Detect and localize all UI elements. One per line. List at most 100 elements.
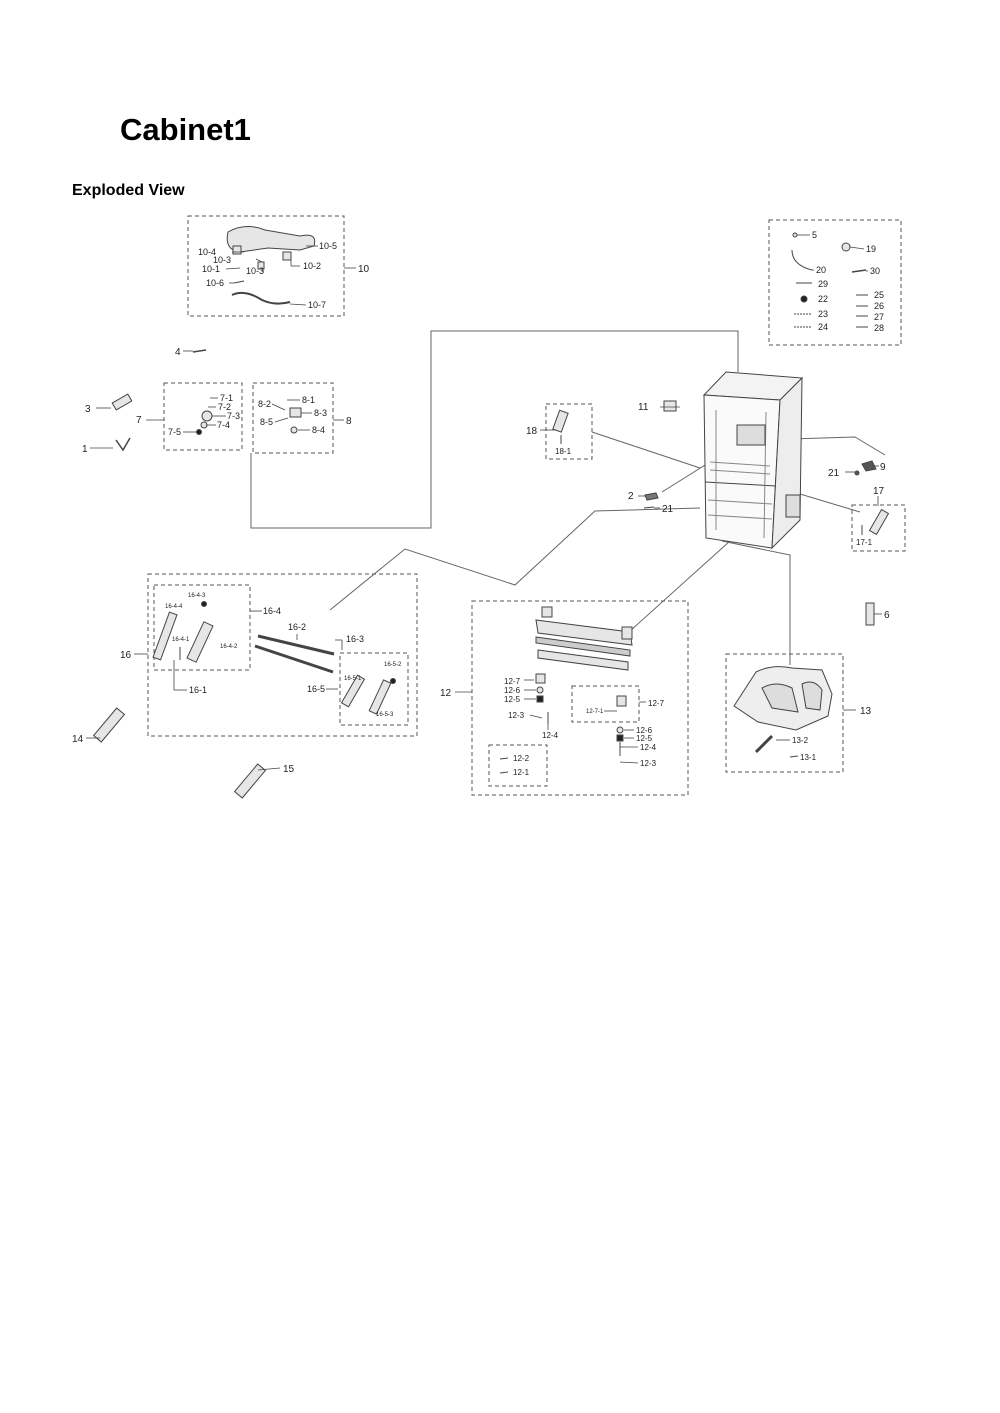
callout-16: 16	[120, 650, 132, 661]
callout-10-5: 10-5	[319, 241, 337, 251]
part-7-5	[196, 429, 202, 435]
connector-line-18	[591, 431, 701, 469]
callout-10-7: 10-7	[308, 300, 326, 310]
callout-10-6: 10-6	[206, 278, 224, 288]
part-16-2	[257, 634, 335, 656]
part-12-7-left	[535, 673, 546, 684]
callout-25: 25	[874, 290, 884, 300]
callout-18-1: 18-1	[555, 447, 572, 456]
cabinet-divider	[704, 481, 777, 487]
part-13-detail	[761, 681, 823, 713]
callout-1: 1	[82, 444, 88, 455]
callout-30: 30	[870, 266, 880, 276]
part-10-5	[226, 226, 316, 253]
refrigerator-cabinet	[702, 371, 804, 550]
group-box-17	[851, 504, 906, 552]
callout-22: 22	[818, 294, 828, 304]
part-3	[111, 393, 133, 411]
part-6	[865, 602, 875, 626]
callout-10-3-b: 10-3	[246, 266, 264, 276]
leader-lines	[86, 234, 882, 771]
callout-21-upper: 21	[828, 468, 840, 479]
callout-20: 20	[816, 265, 826, 275]
callout-16-5-2: 16-5-2	[384, 662, 402, 668]
callout-29: 29	[818, 279, 828, 289]
callout-5: 5	[812, 230, 817, 240]
callout-17: 17	[873, 486, 885, 497]
callout-10-1: 10-1	[202, 264, 220, 274]
part-16-3	[254, 644, 334, 674]
part-16-4-4	[152, 611, 178, 661]
cabinet-control-panel	[736, 424, 766, 446]
callout-8: 8	[346, 416, 352, 427]
callout-8-4: 8-4	[312, 425, 325, 435]
callout-7: 7	[136, 415, 142, 426]
part-12-rail-b	[537, 649, 629, 671]
callout-16-5-3: 16-5-3	[376, 712, 394, 718]
callout-28: 28	[874, 323, 884, 333]
part-7-3	[201, 410, 213, 422]
part-11	[663, 400, 677, 412]
part-18	[552, 409, 569, 433]
callout-16-1: 16-1	[189, 685, 207, 695]
callout-7-4: 7-4	[217, 420, 230, 430]
callout-12-7-right: 12-7	[648, 699, 665, 708]
callout-13-1: 13-1	[800, 753, 817, 762]
callout-12-7-left: 12-7	[504, 677, 521, 686]
callout-13-2: 13-2	[792, 736, 809, 745]
part-12-2	[499, 757, 509, 760]
part-10-3	[257, 261, 265, 270]
part-12-6-right	[616, 726, 624, 734]
callout-16-5: 16-5	[307, 684, 325, 694]
part-1	[115, 437, 131, 452]
group-box-16	[147, 573, 418, 737]
part-12-5-left	[536, 695, 544, 703]
callout-3: 3	[85, 404, 91, 415]
callout-23: 23	[818, 309, 828, 319]
callout-12-1: 12-1	[513, 768, 530, 777]
group-box-12	[471, 600, 689, 796]
part-19	[841, 242, 851, 252]
callout-10-4: 10-4	[198, 247, 216, 257]
connector-line-12	[619, 540, 731, 641]
callout-4: 4	[175, 347, 181, 358]
callout-12-3-left: 12-3	[508, 711, 525, 720]
callout-12-4-right: 12-4	[640, 743, 657, 752]
callout-16-5-1: 16-5-1	[344, 676, 362, 682]
callout-2: 2	[628, 491, 634, 502]
part-12-6-left	[536, 686, 544, 694]
part-10-6	[233, 280, 245, 284]
callout-7-2: 7-2	[218, 402, 231, 412]
group-box-8	[252, 382, 334, 454]
part-12-1	[499, 771, 509, 774]
callout-16-3: 16-3	[346, 634, 364, 644]
callout-12-3-right: 12-3	[640, 759, 657, 768]
callout-12-6-right: 12-6	[636, 726, 653, 735]
callout-10-3-a: 10-3	[213, 255, 231, 265]
callout-8-5: 8-5	[260, 417, 273, 427]
callout-19: 19	[866, 244, 876, 254]
part-12-bracket-right	[621, 626, 633, 640]
callout-16-4-1: 16-4-1	[172, 637, 190, 643]
cabinet-front	[703, 394, 781, 549]
group-box-10	[187, 215, 345, 317]
callout-8-1: 8-1	[302, 395, 315, 405]
callout-24: 24	[818, 322, 828, 332]
callout-15: 15	[283, 764, 295, 775]
part-12-bracket-left	[541, 606, 553, 618]
part-16-4-3	[201, 601, 207, 607]
group-box-18	[545, 403, 593, 460]
callout-14: 14	[72, 734, 84, 745]
callout-21-lower: 21	[662, 504, 674, 515]
callout-9: 9	[880, 462, 886, 473]
part-12-7-right	[616, 695, 627, 707]
callout-8-2: 8-2	[258, 399, 271, 409]
callout-12-5-right: 12-5	[636, 734, 653, 743]
part-16-5-3	[368, 679, 392, 715]
callout-12-7-1: 12-7-1	[586, 709, 604, 715]
callout-6: 6	[884, 610, 890, 621]
callout-12-6-left: 12-6	[504, 686, 521, 695]
callout-12-4-left: 12-4	[542, 731, 559, 740]
part-21-lower	[643, 506, 655, 509]
callout-7-5: 7-5	[168, 427, 181, 437]
